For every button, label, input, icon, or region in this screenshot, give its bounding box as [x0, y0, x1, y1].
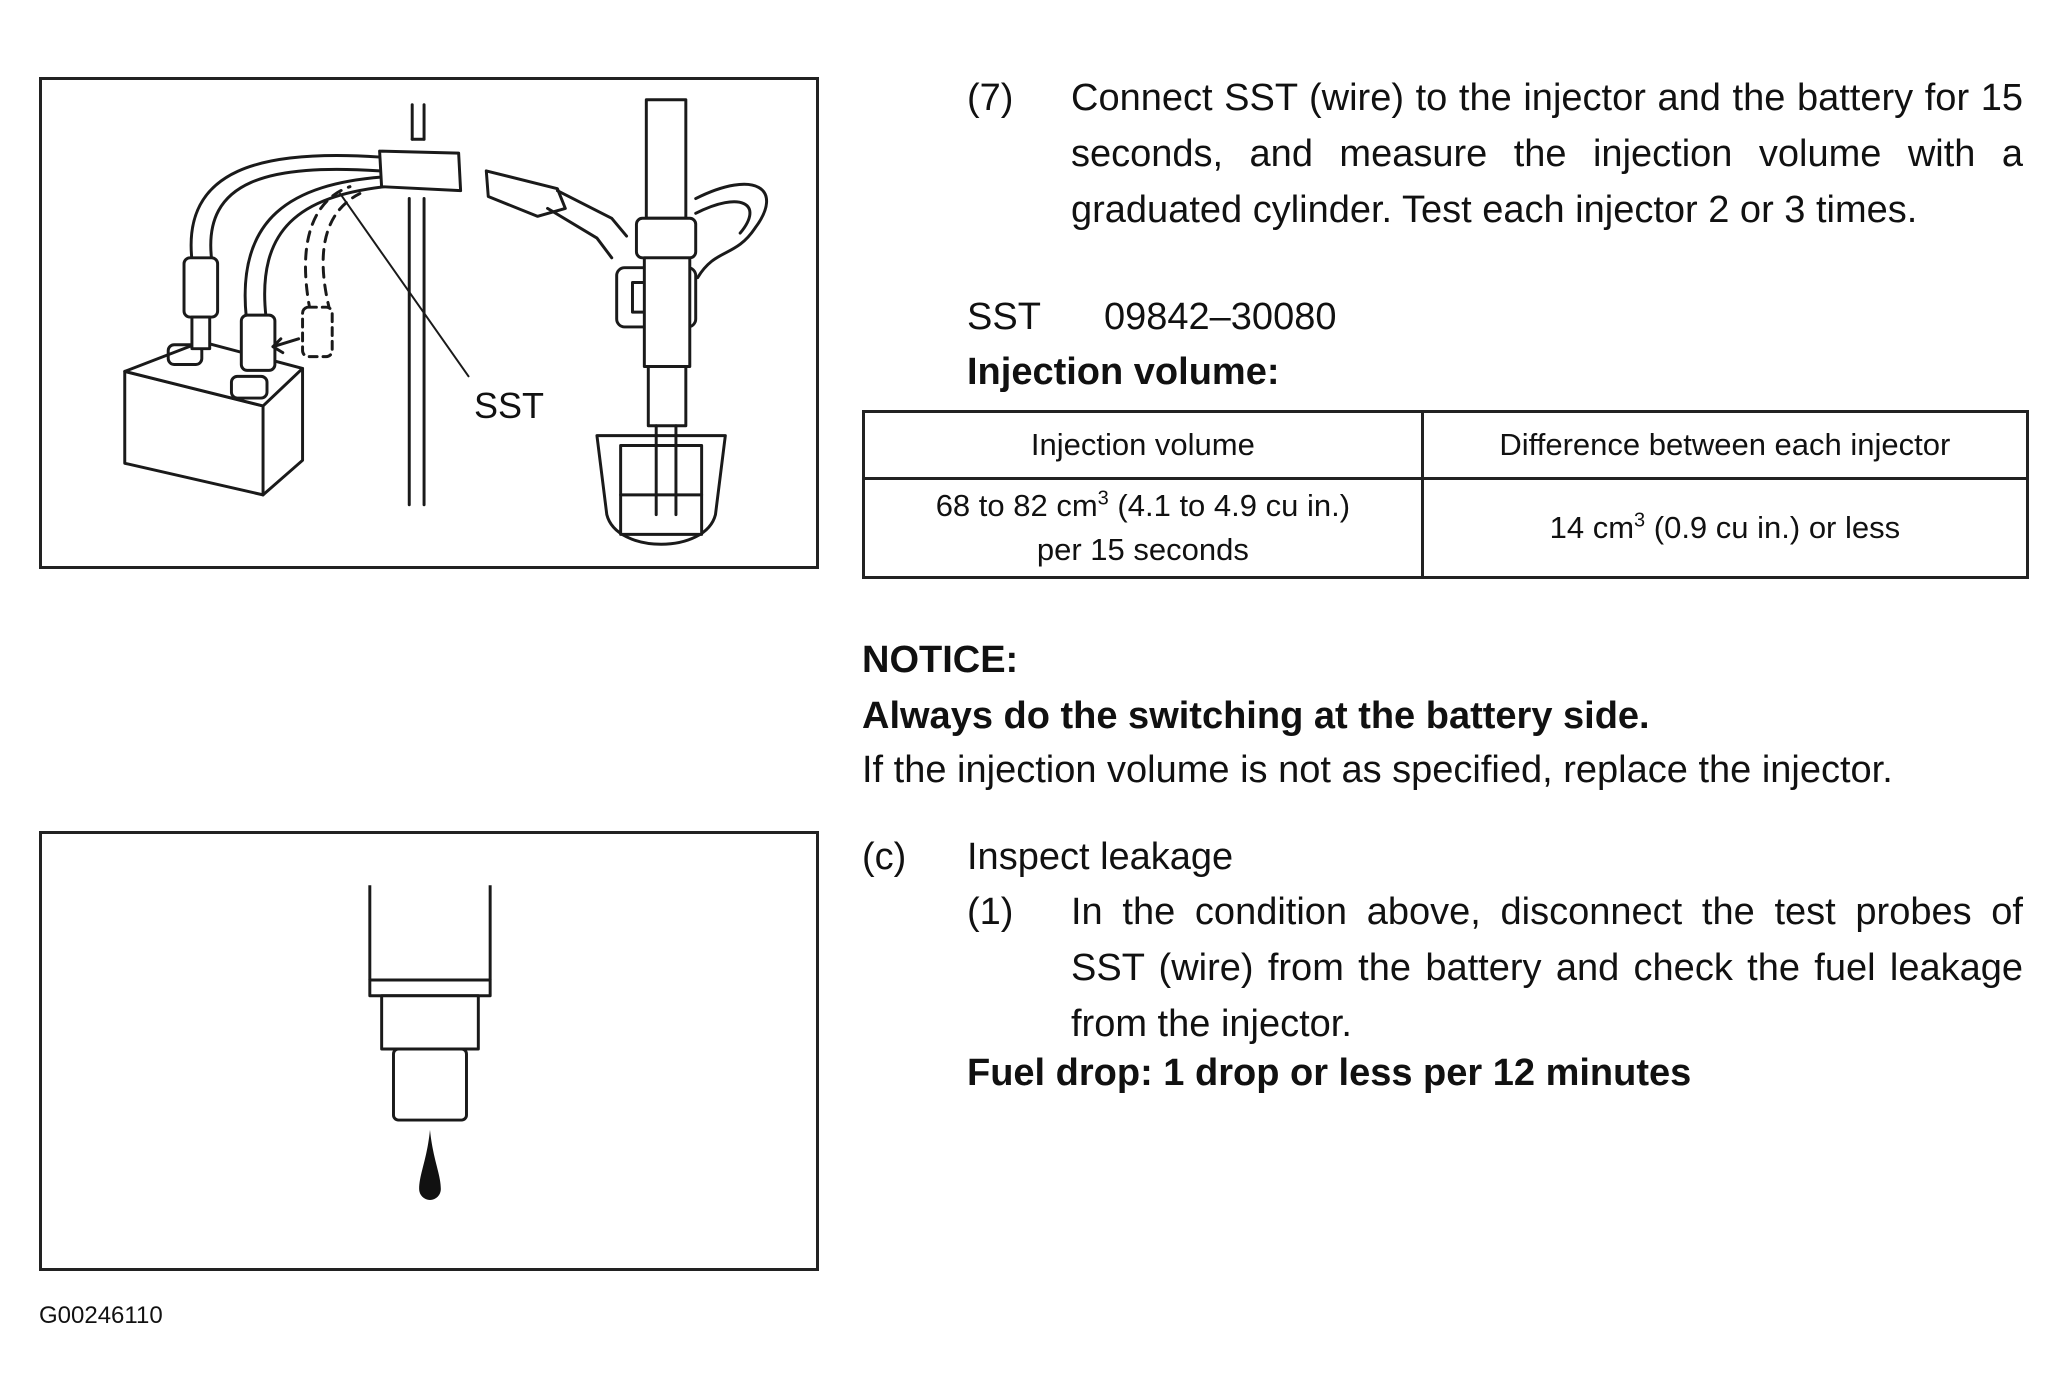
notice-line: If the injection volume is not as specif…	[862, 749, 1893, 791]
table-header: Injection volume	[862, 410, 1424, 480]
notice-bold-line: Always do the switching at the battery s…	[862, 695, 1650, 737]
step-c1-number: (1)	[967, 891, 1014, 933]
injector-drop-drawing	[368, 885, 492, 1200]
sst-callout-label: SST	[474, 385, 545, 426]
injection-volume-heading: Injection volume:	[967, 351, 1280, 393]
sst-label: SST	[967, 296, 1041, 338]
figure-id: G00246110	[39, 1302, 163, 1329]
notice-heading: NOTICE:	[862, 639, 1019, 681]
sst-part-number: 09842–30080	[1104, 296, 1337, 338]
step-c-title: Inspect leakage	[967, 836, 1234, 878]
fuel-drop-spec: Fuel drop: 1 drop or less per 12 minutes	[967, 1052, 1692, 1094]
table-header-row: Injection volume Difference between each…	[862, 410, 2030, 480]
step-7-number: (7)	[967, 77, 1014, 119]
step-c-letter: (c)	[862, 836, 907, 878]
step-7-text: Connect SST (wire) to the injector and t…	[1071, 77, 2023, 231]
table-cell-difference: 14 cm3 (0.9 cu in.) or less	[1420, 477, 2030, 579]
step-c1-text: In the condition above, disconnect the t…	[1071, 891, 2023, 1045]
fuel-drop-icon	[419, 1129, 441, 1200]
table-cell-volume: 68 to 82 cm3 (4.1 to 4.9 cu in.) per 15 …	[862, 477, 1424, 579]
injection-test-illustration: SST	[39, 77, 819, 569]
leakage-illustration	[39, 831, 819, 1271]
injection-spec-table: Injection volume Difference between each…	[862, 410, 2030, 579]
table-header: Difference between each injector	[1420, 410, 2030, 480]
injection-test-drawing	[123, 98, 768, 546]
table-row: 68 to 82 cm3 (4.1 to 4.9 cu in.) per 15 …	[862, 477, 2030, 579]
